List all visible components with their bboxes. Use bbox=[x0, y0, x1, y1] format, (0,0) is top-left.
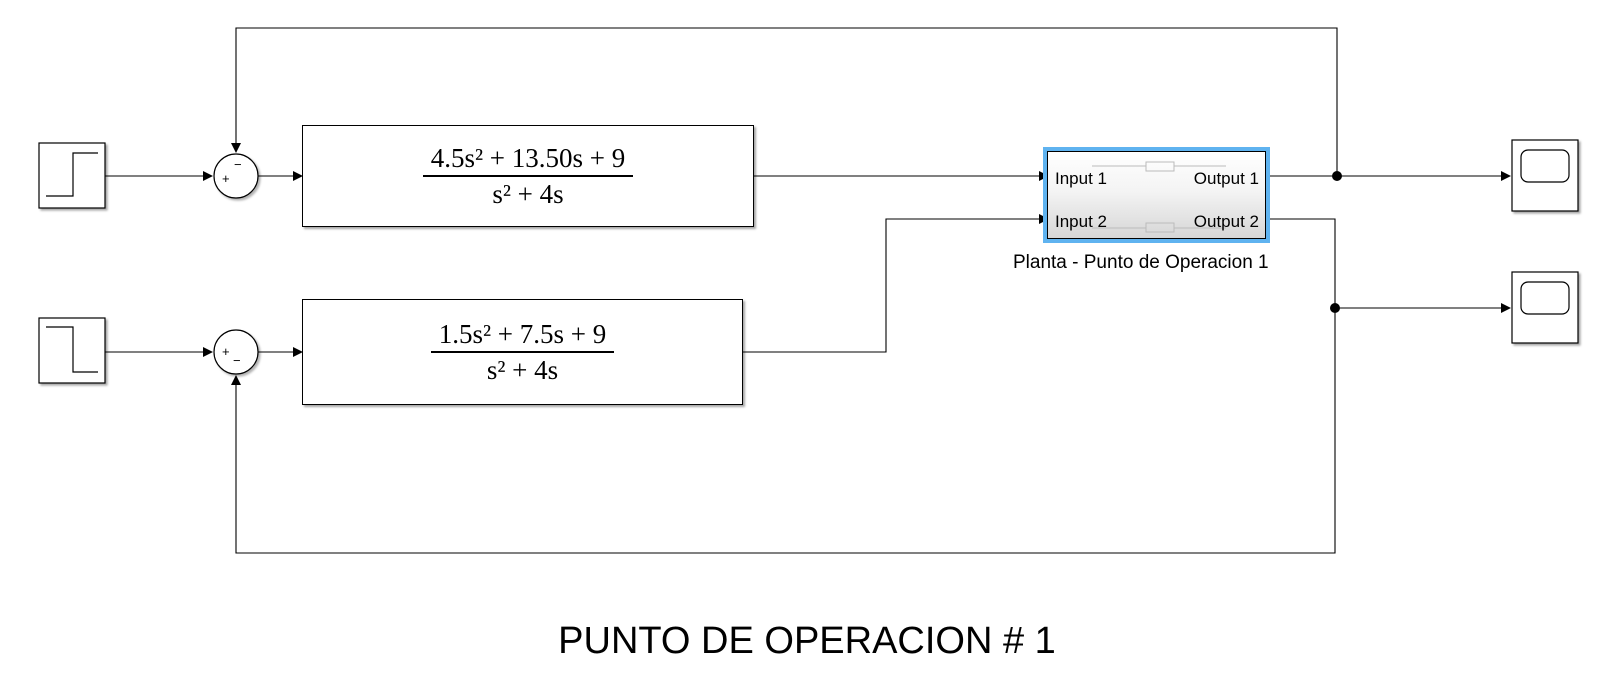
plant-subsystem-body: Input 1 Input 2 Output 1 Output 2 bbox=[1047, 151, 1266, 239]
tf2-fraction: 1.5s² + 7.5s + 9 s² + 4s bbox=[430, 317, 615, 387]
transfer-function-1[interactable]: 4.5s² + 13.50s + 9 s² + 4s bbox=[302, 125, 754, 227]
sum2-left-sign: + bbox=[222, 344, 230, 359]
plant-subsystem[interactable]: Input 1 Input 2 Output 1 Output 2 bbox=[1043, 147, 1270, 243]
line-output2-branch bbox=[231, 218, 1336, 554]
tf1-fraction: 4.5s² + 13.50s + 9 s² + 4s bbox=[422, 141, 634, 211]
subsystem-input2-label: Input 2 bbox=[1055, 212, 1107, 231]
scope-2[interactable] bbox=[1511, 271, 1579, 344]
subsystem-input1-label: Input 1 bbox=[1055, 169, 1107, 188]
tf2-denominator: s² + 4s bbox=[486, 355, 559, 385]
line-tf2-to-input2 bbox=[743, 214, 1049, 353]
signal-lines bbox=[105, 27, 1511, 554]
scope-icon bbox=[1520, 281, 1570, 315]
subsystem-output1-label: Output 1 bbox=[1193, 169, 1259, 188]
subsystem-glyph-icon bbox=[1092, 161, 1226, 233]
step-down-icon bbox=[46, 326, 98, 373]
subsystem-name[interactable]: Planta - Punto de Operacion 1 bbox=[1013, 252, 1269, 273]
junction-dot-2 bbox=[1330, 303, 1340, 313]
transfer-function-2[interactable]: 1.5s² + 7.5s + 9 s² + 4s bbox=[302, 299, 743, 405]
sum1-left-sign: + bbox=[222, 171, 230, 186]
step-source-1[interactable] bbox=[38, 142, 106, 209]
subsystem-output2-label: Output 2 bbox=[1193, 212, 1259, 231]
line-feedback-1 bbox=[231, 27, 1338, 176]
diagram-title: PUNTO DE OPERACION # 1 bbox=[558, 620, 1056, 662]
tf2-numerator: 1.5s² + 7.5s + 9 bbox=[430, 317, 615, 353]
step-icon bbox=[46, 152, 98, 197]
sum1-top-sign: − bbox=[234, 157, 242, 172]
junction-dot-1 bbox=[1332, 171, 1342, 181]
sum2-bottom-sign: − bbox=[233, 353, 241, 368]
tf1-denominator: s² + 4s bbox=[492, 179, 564, 209]
step-source-2[interactable] bbox=[38, 317, 106, 384]
scope-1[interactable] bbox=[1511, 139, 1579, 212]
scope-icon bbox=[1520, 149, 1570, 183]
tf1-numerator: 4.5s² + 13.50s + 9 bbox=[422, 141, 634, 177]
